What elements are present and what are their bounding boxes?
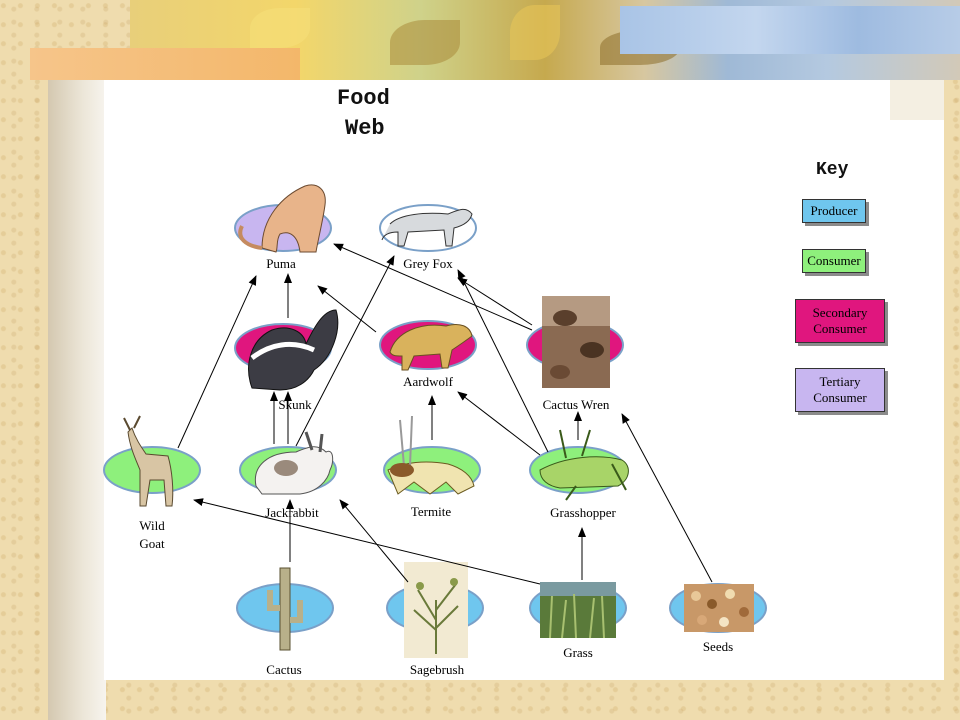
title-line-2: Web <box>345 116 385 141</box>
decorative-blue-strip <box>620 6 960 54</box>
wild-goat-label-line-1: Wild <box>139 518 165 533</box>
cactus-wren-picture <box>542 296 610 388</box>
cactus-wren-label: Cactus Wren <box>542 397 610 412</box>
slide-canvas <box>104 80 890 680</box>
key-producer: Producer <box>802 199 866 223</box>
grasshopper-label: Grasshopper <box>550 505 616 520</box>
key-tertiary-consumer: Tertiary Consumer <box>795 368 885 412</box>
wild-goat-picture <box>123 415 174 507</box>
food-web-arrows <box>177 243 713 585</box>
seeds-picture <box>684 584 754 632</box>
grasshopper-picture <box>539 429 629 501</box>
sagebrush-label: Sagebrush <box>409 662 465 677</box>
key-secondary-consumer: Secondary Consumer <box>795 299 885 343</box>
puma-label: Puma <box>266 256 296 271</box>
skunk-label: Skunk <box>278 397 312 412</box>
seeds-label: Seeds <box>702 639 734 654</box>
cactus-picture <box>267 567 303 651</box>
termite-label: Termite <box>410 504 452 519</box>
puma-picture <box>238 184 326 253</box>
decorative-strip <box>30 48 300 80</box>
title-line-1: Food <box>337 86 390 111</box>
page-title: Food Web <box>337 84 390 144</box>
grass-label: Grass <box>563 645 593 660</box>
grass-picture <box>540 582 616 639</box>
cactus-label: Cactus <box>266 662 302 677</box>
slide-corner <box>890 80 944 120</box>
key-title: Key <box>816 160 849 180</box>
slide-edge <box>890 120 944 680</box>
key-consumer: Consumer <box>802 249 866 273</box>
sagebrush-picture <box>404 562 468 658</box>
aardwolf-label: Aardwolf <box>403 374 453 389</box>
jackrabbit-picture <box>254 431 334 495</box>
aardwolf-picture <box>389 323 473 371</box>
skunk-picture <box>248 309 339 391</box>
page-shadow <box>48 80 106 720</box>
jackrabbit-label: Jackrabbit <box>265 505 319 520</box>
termite-picture <box>387 415 475 495</box>
wild-goat-label-line-2: Goat <box>139 536 165 551</box>
grey-fox-picture <box>381 208 473 247</box>
grey-fox-label: Grey Fox <box>403 256 453 271</box>
